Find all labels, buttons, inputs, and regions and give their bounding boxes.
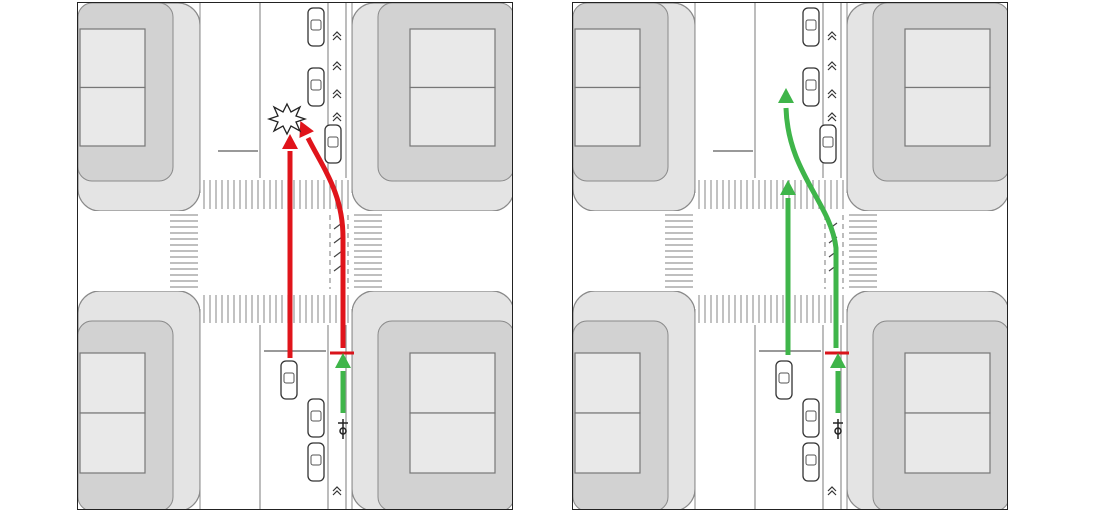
bicycle-icon [338, 419, 348, 439]
bike-lane-chevron-icon [827, 112, 837, 122]
block-top-right-building [409, 86, 496, 147]
intersection-diagram [573, 3, 1007, 509]
parked-car [324, 124, 342, 164]
arrowhead-icon [778, 88, 794, 103]
parked-car [280, 360, 298, 400]
bike-lane-chevron-icon [827, 486, 837, 496]
parked-car [307, 7, 325, 47]
block-top-right-building [904, 86, 991, 147]
block-bottom-left-building [79, 352, 146, 414]
intersection-diagram [78, 3, 512, 509]
bike-lane-chevron-icon [827, 61, 837, 71]
parked-car [802, 442, 820, 482]
parked-car [819, 124, 837, 164]
collision-starburst-icon [266, 102, 308, 136]
bike-lane-chevron-icon [827, 31, 837, 41]
arrowhead-icon [830, 353, 846, 368]
bike-approach-arrow [335, 353, 351, 413]
bike-lane-chevron-icon [332, 61, 342, 71]
bicycle-icon [833, 419, 843, 439]
block-bottom-right-building [904, 352, 991, 414]
bike-lane-chevron-icon [332, 89, 342, 99]
bike-lane-chevron-icon [332, 112, 342, 122]
block-top-left-building [79, 86, 146, 147]
bike-crossing-markings [333, 222, 343, 272]
parked-car [307, 67, 325, 107]
bike-lane-chevron-icon [332, 486, 342, 496]
block-top-right-building [904, 28, 991, 89]
lane-markings [713, 3, 844, 509]
arrowhead-icon [282, 134, 298, 149]
block-top-left-building [79, 28, 146, 89]
car-straight-path-arrow [282, 134, 298, 358]
crosswalks [665, 180, 877, 323]
arrowhead-icon [299, 121, 314, 139]
car-straight-path-arrow [780, 180, 796, 355]
arrowhead-icon [780, 180, 796, 195]
intersection-panel-safe [572, 2, 1008, 510]
block-bottom-right-building [409, 412, 496, 474]
road-horizontal [78, 211, 512, 291]
arrowhead-icon [335, 353, 351, 368]
block-bottom-right-building [904, 412, 991, 474]
block-bottom-left-building [574, 412, 641, 474]
block-top-left-building [574, 28, 641, 89]
parked-car [307, 442, 325, 482]
bike-lane-chevron-icon [332, 31, 342, 41]
bike-approach-arrow [830, 353, 846, 413]
intersection-panel-conflict [77, 2, 513, 510]
parked-car [307, 398, 325, 438]
parked-car [802, 7, 820, 47]
bike-path-arrow-separated [778, 88, 839, 348]
block-bottom-left-building [574, 352, 641, 414]
parked-car [802, 398, 820, 438]
bike-lane-chevron-icon [827, 89, 837, 99]
parked-car [775, 360, 793, 400]
block-top-left-building [574, 86, 641, 147]
bike-path-arrow-conflict [299, 121, 346, 348]
parked-car [802, 67, 820, 107]
block-bottom-right-building [409, 352, 496, 414]
block-bottom-left-building [79, 412, 146, 474]
block-top-right-building [409, 28, 496, 89]
